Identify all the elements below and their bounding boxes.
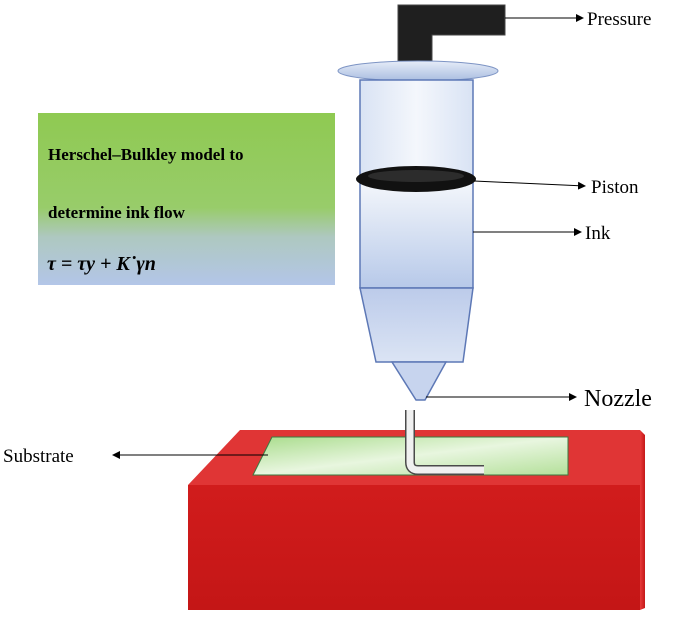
substrate-label: Substrate xyxy=(3,446,74,467)
piston-highlight xyxy=(368,170,464,182)
syringe xyxy=(337,4,506,475)
piston-arrow xyxy=(473,180,586,190)
model-box-background xyxy=(38,113,335,285)
substrate-front-face xyxy=(188,485,640,610)
callouts xyxy=(112,14,586,459)
pressure-fitting xyxy=(397,4,506,71)
substrate-side-face xyxy=(640,430,645,610)
nozzle-cone xyxy=(390,361,448,401)
model-box: Herschel–Bulkley model to determine ink … xyxy=(38,113,335,285)
model-equation: τ = τy + K˙γn xyxy=(47,253,156,275)
ink-reservoir xyxy=(359,182,474,289)
model-box-line-1: Herschel–Bulkley model to xyxy=(48,145,243,164)
syringe-barrel xyxy=(359,79,474,181)
nozzle-tube-inner xyxy=(406,410,484,474)
piston-label: Piston xyxy=(591,177,639,198)
ink-label: Ink xyxy=(585,223,611,244)
syringe-flange xyxy=(337,60,499,82)
model-box-line-2: determine ink flow xyxy=(48,203,186,222)
pressure-label: Pressure xyxy=(587,9,651,30)
syringe-taper xyxy=(359,287,474,363)
substrate-block xyxy=(188,430,645,610)
nozzle-label: Nozzle xyxy=(584,386,652,412)
